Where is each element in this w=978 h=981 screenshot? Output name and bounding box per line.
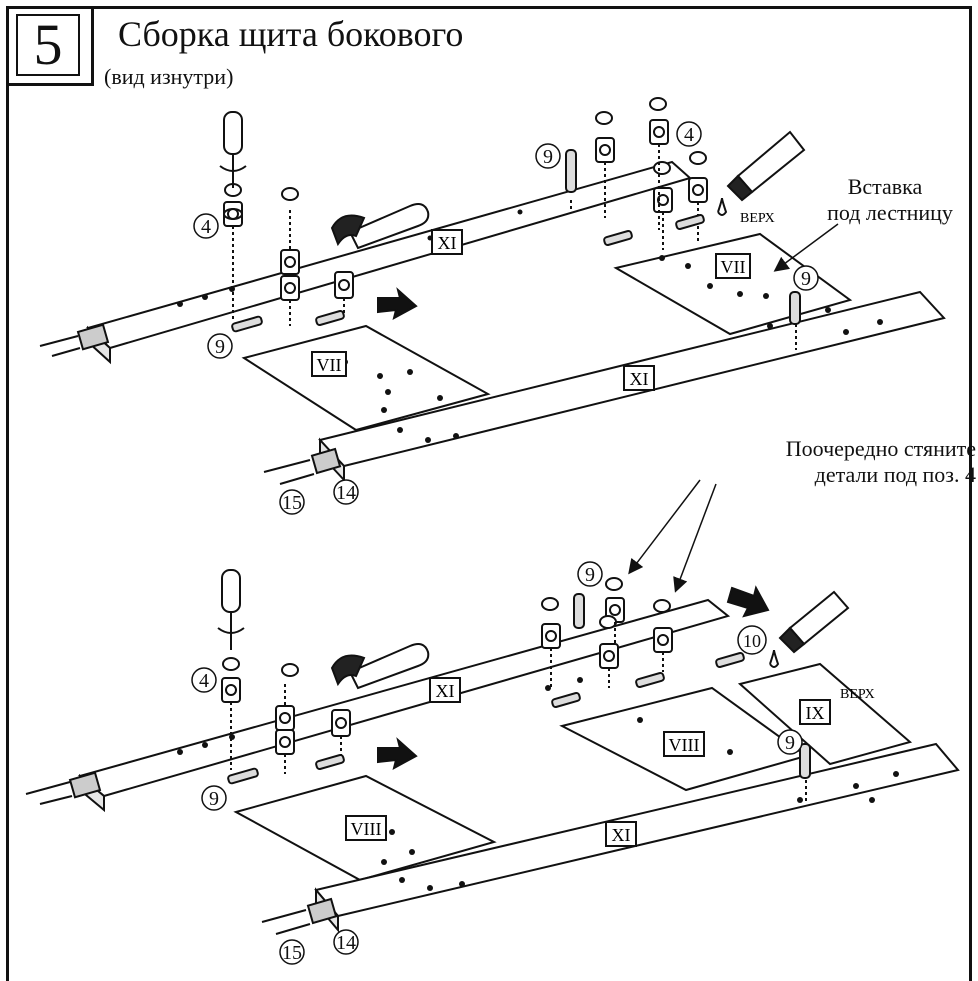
top-left-panel-vii: [241, 324, 491, 432]
bottom-hammer: [330, 643, 430, 690]
callout-9-bottom-a: 9: [585, 564, 595, 586]
label-viii-bottom-left: VIII: [351, 819, 382, 839]
top-cam-fittings: [223, 119, 708, 301]
bottom-end-cap-front: [261, 897, 338, 935]
top-push-arrow: [377, 287, 418, 320]
label-vii-top-right: VII: [721, 257, 746, 277]
bottom-rear-board-xi: [77, 598, 731, 798]
tighten-note-line2: детали под поз. 4: [814, 462, 976, 487]
label-top-lower: ВЕРХ: [840, 687, 875, 702]
bottom-push-arrow-left: [377, 737, 418, 770]
label-ix-bottom: IX: [806, 703, 825, 723]
bottom-cam-fittings: [221, 597, 673, 755]
label-xi-top-rear: XI: [438, 233, 457, 253]
tighten-arrow-right: [673, 483, 717, 593]
callout-10-bottom: 10: [743, 631, 761, 651]
tighten-note-line1: Поочередно стяните: [785, 436, 976, 461]
callout-14-top: 14: [336, 482, 356, 504]
step-subtitle: (вид изнутри): [104, 64, 234, 89]
bottom-dowels: [227, 593, 811, 785]
callout-9-top-a: 9: [543, 146, 553, 168]
callout-14-bottom: 14: [336, 932, 356, 954]
callout-15-bottom: 15: [282, 942, 302, 964]
bottom-end-cap-left: [25, 771, 102, 805]
bottom-screwdriver: [217, 569, 245, 650]
callout-4-bottom: 4: [199, 670, 209, 692]
callout-9-bottom-b: 9: [209, 788, 219, 810]
tighten-arrow-left: [628, 479, 701, 575]
bottom-part-labels: XI VIII IX VIII XI ВЕРХ: [345, 677, 875, 847]
insert-note-line2: под лестницу: [827, 200, 953, 225]
top-end-cap-left: [39, 323, 110, 357]
callout-9-top-c: 9: [801, 268, 811, 290]
top-screw-heads: [224, 97, 707, 201]
label-xi-bottom-rear: XI: [436, 681, 455, 701]
insert-note-line1: Вставка: [847, 174, 923, 199]
top-end-cap-front: [263, 447, 342, 485]
callout-9-bottom-c: 9: [785, 732, 795, 754]
bottom-screw-heads: [222, 577, 671, 677]
label-vii-top-left: VII: [317, 355, 342, 375]
top-rear-board-xi: [85, 160, 693, 350]
bottom-callouts: 4 9 9 9 10 15 14: [191, 561, 803, 965]
step-number: 5: [33, 12, 63, 77]
top-guide-lines: [232, 144, 797, 350]
callout-4-top-left: 4: [201, 216, 211, 238]
callout-9-top-b: 9: [215, 336, 225, 358]
step-box-outer: [6, 6, 94, 86]
top-dowels: [231, 149, 801, 333]
top-glue-tube: [717, 130, 806, 216]
step-box-inner: [16, 14, 80, 76]
callout-15-top: 15: [282, 492, 302, 514]
step-title: Сборка щита бокового: [118, 14, 464, 54]
label-viii-bottom-right: VIII: [669, 735, 700, 755]
label-top-upper: ВЕРХ: [740, 211, 775, 226]
insert-leader-arrow: [773, 223, 839, 272]
top-screwdriver: [219, 111, 247, 188]
top-hammer: [330, 203, 430, 250]
top-assembly: [39, 97, 946, 485]
instruction-frame: [6, 6, 972, 981]
step-number-box: 5: [6, 6, 94, 86]
bottom-glue-tube: [769, 590, 850, 668]
callout-4-top-right: 4: [684, 124, 694, 146]
top-part-labels: XI VII VII XI ВЕРХ: [311, 211, 775, 391]
label-xi-top-front: XI: [630, 369, 649, 389]
bottom-push-arrow-right: [726, 585, 770, 618]
label-xi-bottom-front: XI: [612, 825, 631, 845]
bottom-assembly: [25, 569, 960, 935]
top-callouts: 4 4 9 9 9 15 14: [193, 121, 819, 515]
